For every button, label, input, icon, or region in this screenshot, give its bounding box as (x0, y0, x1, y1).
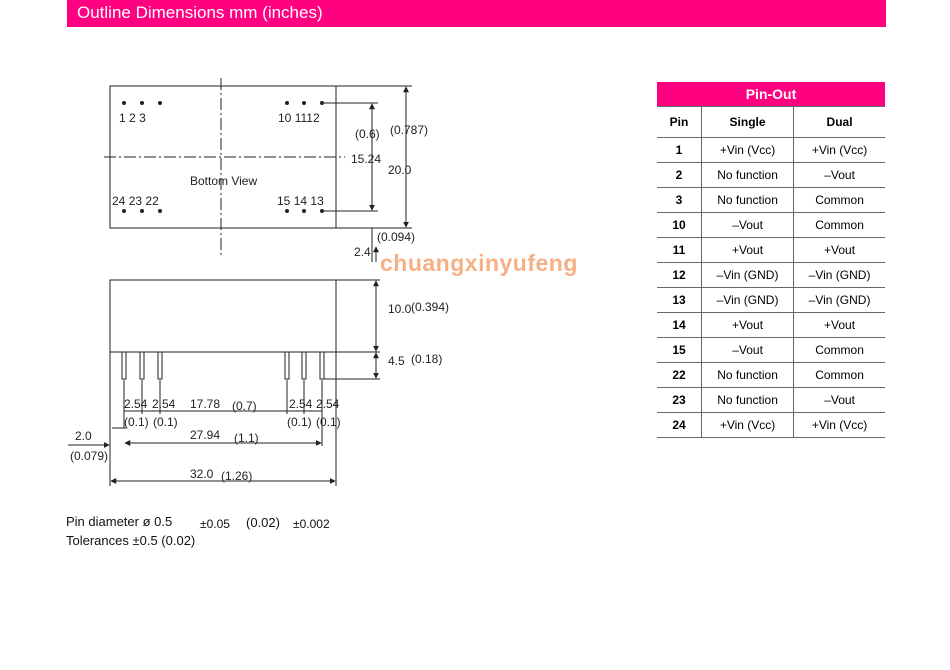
col-header-pin: Pin (657, 106, 702, 138)
pin-dots (122, 101, 324, 213)
dim-pin-length-in: (0.18) (411, 352, 442, 366)
pin-cell: 3 (657, 187, 702, 213)
dim-pitch-in-1: (0.1) (124, 415, 149, 429)
dual-cell: Common (793, 362, 885, 388)
pin-diameter-note: Pin diameter ø 0.5 (66, 514, 173, 529)
dim-standoff-in: (0.094) (377, 230, 415, 244)
dim-width-in: (0.787) (390, 123, 428, 137)
single-cell: +Vin (Vcc) (700, 412, 794, 438)
pin-cell: 23 (657, 387, 702, 413)
pin-cell: 22 (657, 362, 702, 388)
bottom-view-label: Bottom View (190, 174, 257, 188)
single-cell: No function (700, 362, 794, 388)
col-header-dual: Dual (793, 106, 885, 138)
single-cell: +Vin (Vcc) (700, 137, 794, 163)
dual-cell: –Vout (793, 387, 885, 413)
dim-edge-in: (0.079) (70, 449, 108, 463)
pin-labels-bottom-left: 24 23 22 (112, 194, 159, 208)
single-cell: –Vout (700, 212, 794, 238)
dim-pitch-mm-4: 2.54 (316, 397, 340, 411)
table-row: 11+Vout+Vout (657, 237, 885, 263)
pin-diameter-in: (0.02) (246, 515, 280, 530)
dim-span-mm: 27.94 (190, 428, 220, 442)
dual-cell: Common (793, 212, 885, 238)
dual-cell: –Vin (GND) (793, 262, 885, 288)
dim-row-spacing-in: (0.6) (355, 127, 380, 141)
single-cell: –Vin (GND) (700, 287, 794, 313)
table-row: 24+Vin (Vcc)+Vin (Vcc) (657, 412, 885, 438)
pin-cell: 15 (657, 337, 702, 363)
dim-row-spacing-mm: 15.24 (351, 152, 381, 166)
dual-cell: +Vout (793, 312, 885, 338)
pin-cell: 14 (657, 312, 702, 338)
table-row: 13–Vin (GND)–Vin (GND) (657, 287, 885, 313)
pinout-table: Pin-Out Pin Single Dual 1+Vin (Vcc)+Vin … (657, 82, 885, 438)
pin-labels-top-right: 10 1112 (278, 111, 320, 125)
pin-labels-top-left: 1 2 3 (119, 111, 146, 125)
col-header-single: Single (700, 106, 794, 138)
pinout-header-row: Pin Single Dual (657, 106, 885, 138)
dim-pitch-mm-2: 2.54 (152, 397, 176, 411)
pin-cell: 2 (657, 162, 702, 188)
dim-edge-mm: 2.0 (75, 429, 92, 443)
dual-cell: Common (793, 337, 885, 363)
dual-cell: +Vin (Vcc) (793, 137, 885, 163)
table-row: 1+Vin (Vcc)+Vin (Vcc) (657, 137, 885, 163)
pin-cell: 10 (657, 212, 702, 238)
dim-pitch-in-3: (0.1) (287, 415, 312, 429)
dim-standoff-mm: 2.4 (354, 245, 371, 259)
dual-cell: Common (793, 187, 885, 213)
single-cell: No function (700, 387, 794, 413)
dual-cell: +Vout (793, 237, 885, 263)
dim-length-in: (1.26) (221, 469, 252, 483)
side-view-pins (121, 351, 325, 380)
dim-pin-length-mm: 4.5 (388, 354, 405, 368)
dim-width-mm: 20.0 (388, 163, 412, 177)
dual-cell: –Vin (GND) (793, 287, 885, 313)
single-cell: –Vin (GND) (700, 262, 794, 288)
table-row: 14+Vout+Vout (657, 312, 885, 338)
pinout-title: Pin-Out (657, 82, 885, 106)
side-view-body (109, 279, 337, 353)
dim-length-mm: 32.0 (190, 467, 214, 481)
single-cell: No function (700, 187, 794, 213)
dual-cell: –Vout (793, 162, 885, 188)
single-cell: +Vout (700, 312, 794, 338)
single-cell: +Vout (700, 237, 794, 263)
dim-pitch-in-4: (0.1) (316, 415, 341, 429)
dim-gap-mm: 17.78 (190, 397, 220, 411)
dim-pitch-mm-1: 2.54 (124, 397, 148, 411)
dim-pitch-in-2: (0.1) (153, 415, 178, 429)
single-cell: –Vout (700, 337, 794, 363)
watermark-text: chuangxinyufeng (380, 250, 578, 276)
pin-cell: 11 (657, 237, 702, 263)
dim-height-mm: 10.0 (388, 302, 412, 316)
pin-cell: 1 (657, 137, 702, 163)
pin-cell: 12 (657, 262, 702, 288)
pin-cell: 13 (657, 287, 702, 313)
outline-drawing: 1 2 3 10 1112 24 23 22 15 14 13 Bottom V… (68, 78, 449, 486)
tolerances-note: Tolerances ±0.5 (0.02) (66, 533, 196, 548)
table-row: 12–Vin (GND)–Vin (GND) (657, 262, 885, 288)
dim-gap-in: (0.7) (232, 399, 257, 413)
single-cell: No function (700, 162, 794, 188)
dim-pitch-mm-3: 2.54 (289, 397, 313, 411)
pin-cell: 24 (657, 412, 702, 438)
dim-span-in: (1.1) (234, 431, 259, 445)
page-header-banner: Outline Dimensions mm (inches) (67, 0, 886, 27)
pin-tolerance-in: ±0.002 (293, 517, 330, 531)
page-title: Outline Dimensions mm (inches) (77, 3, 323, 22)
pin-labels-bottom-right: 15 14 13 (277, 194, 324, 208)
dual-cell: +Vin (Vcc) (793, 412, 885, 438)
dim-height-in: (0.394) (411, 300, 449, 314)
pin-tolerance-mm: ±0.05 (200, 517, 230, 531)
